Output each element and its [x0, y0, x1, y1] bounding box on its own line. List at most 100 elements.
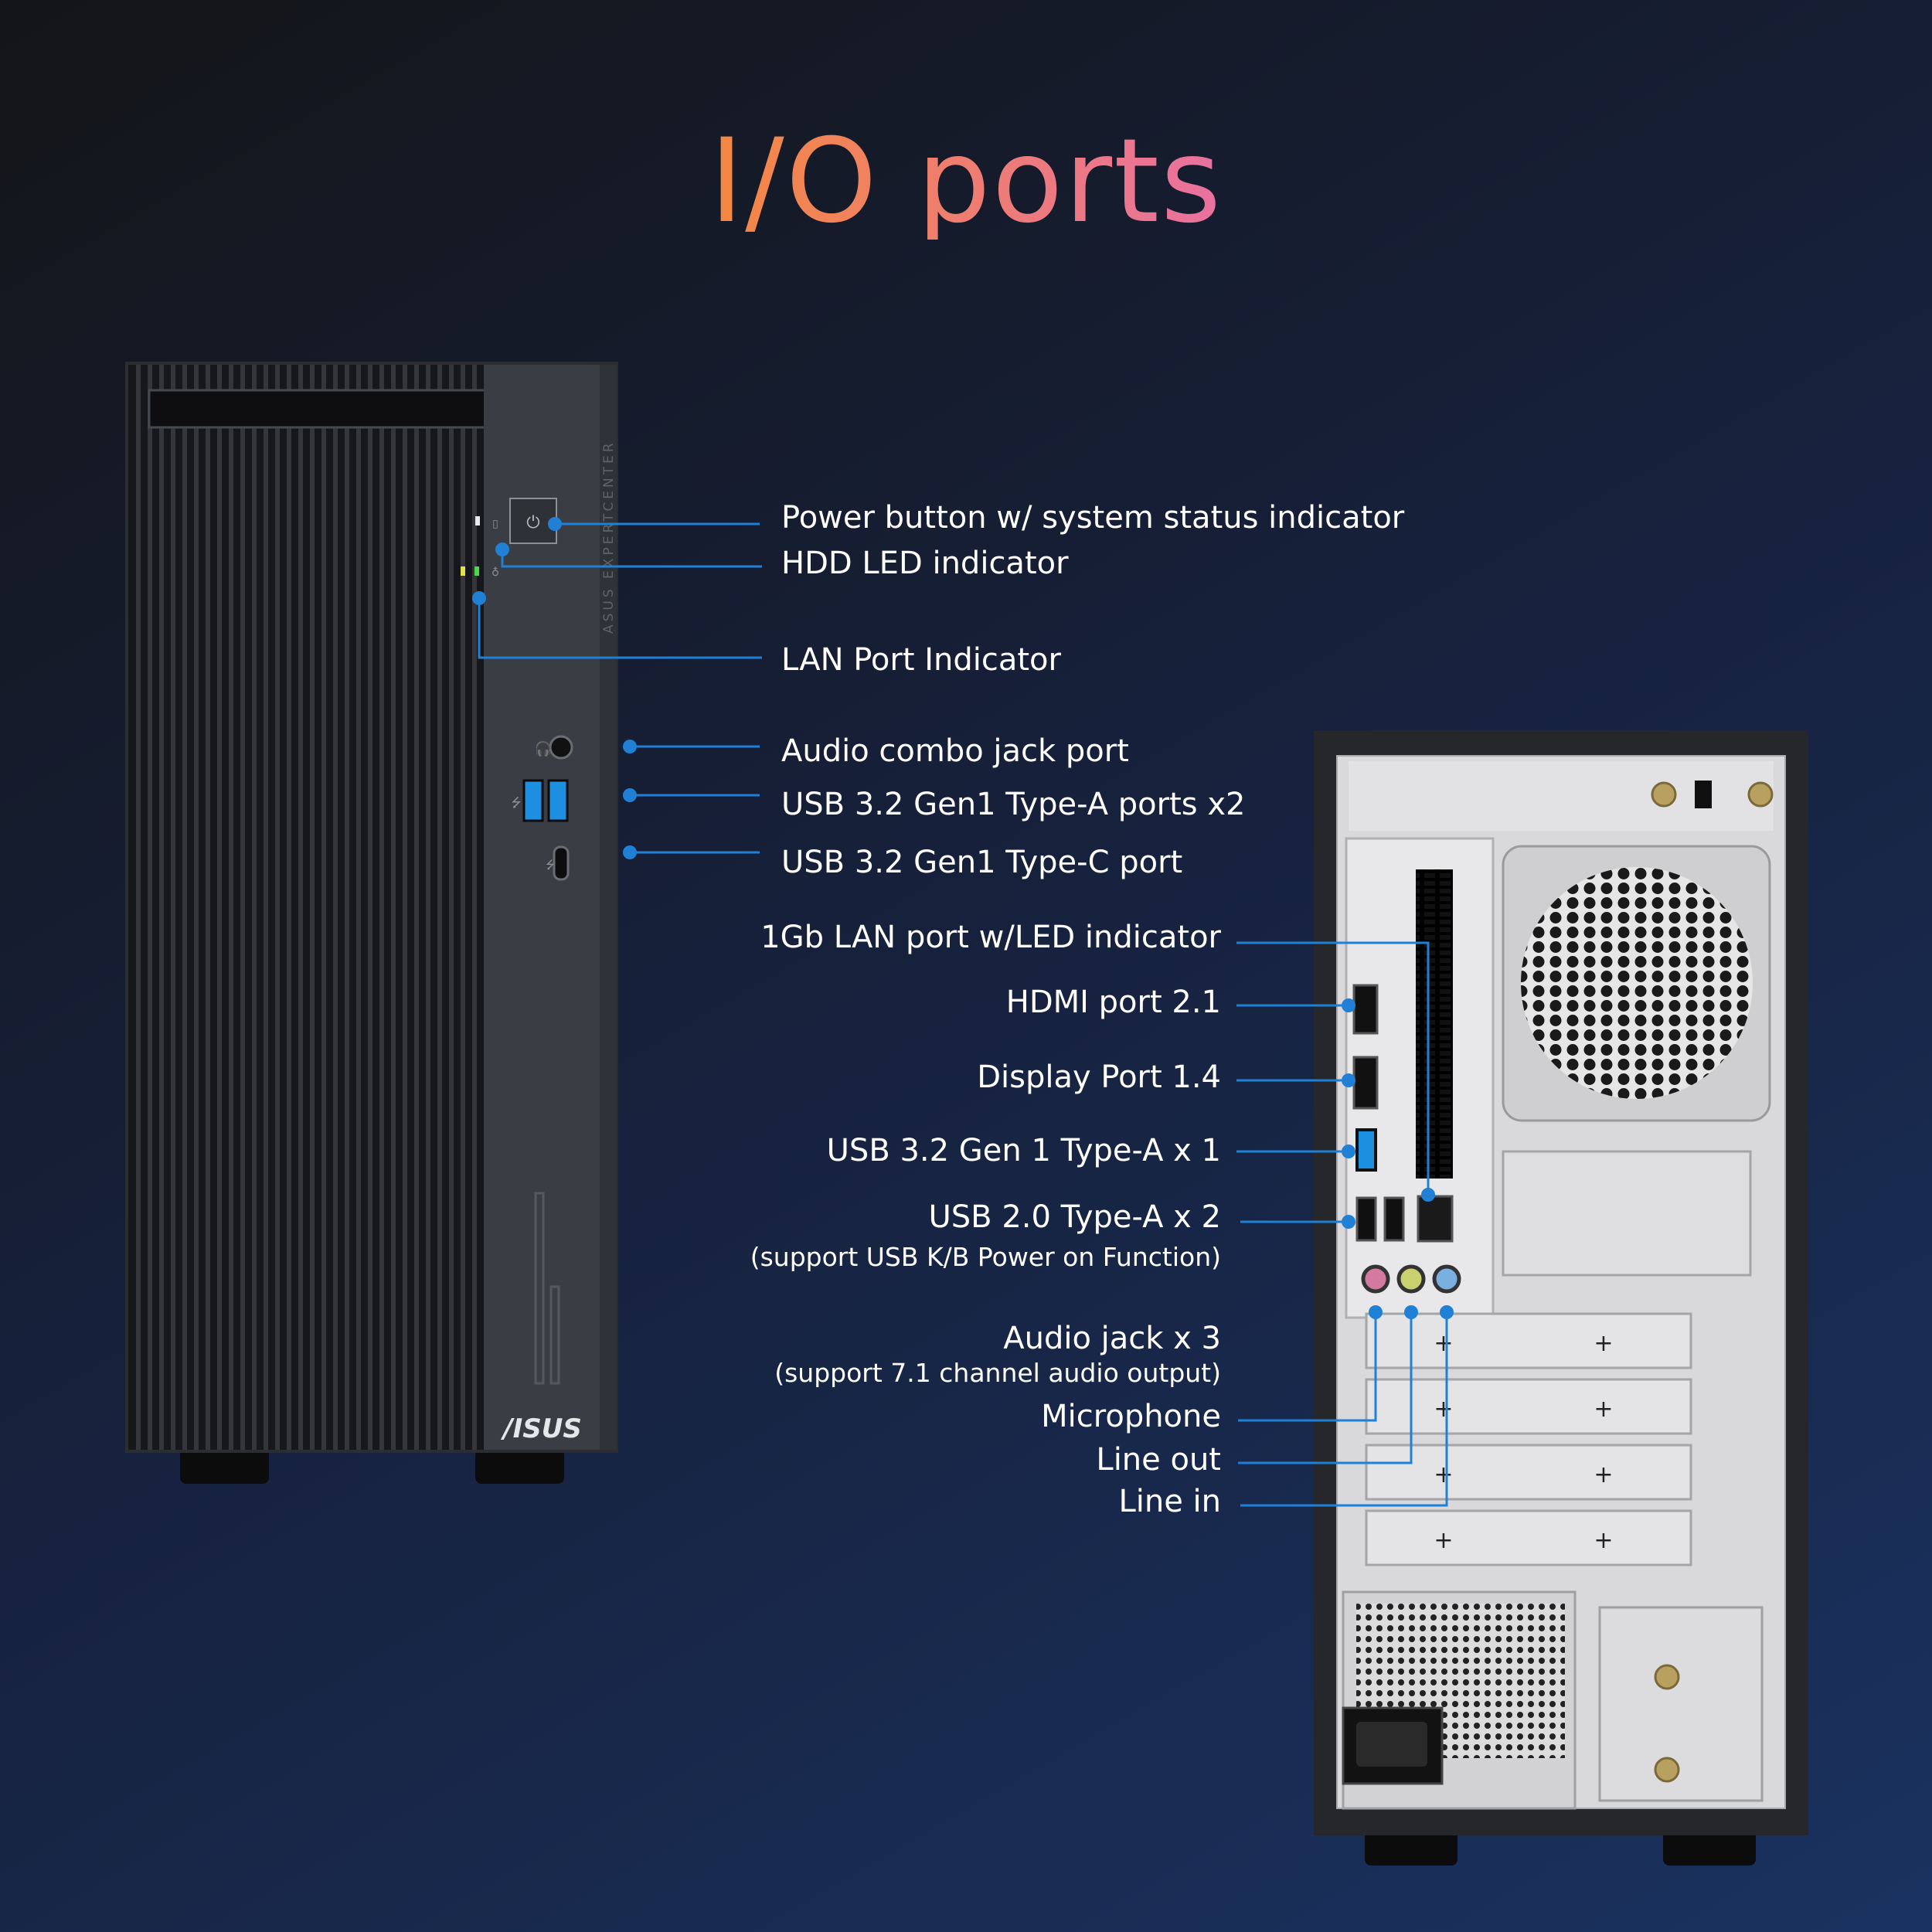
expansion-slot-cover — [1365, 1509, 1692, 1566]
usb20-port-2[interactable] — [1383, 1196, 1405, 1242]
expansion-slots: ++++++++ — [1365, 1312, 1692, 1566]
callout-dot — [1342, 1073, 1355, 1087]
card-slot-long — [534, 1192, 545, 1385]
lan-led-green — [474, 566, 479, 576]
hdmi-port[interactable] — [1352, 984, 1379, 1035]
grille-rib — [321, 365, 326, 1450]
grille-rib — [461, 365, 465, 1450]
line-out-jack[interactable] — [1396, 1264, 1426, 1294]
usb20-port-1[interactable] — [1355, 1196, 1377, 1242]
power-icon: ⏻ — [526, 513, 539, 532]
plus-screw-icon: + — [1594, 1527, 1613, 1554]
plus-screw-icon: + — [1594, 1396, 1613, 1423]
antenna-connector-1 — [1651, 781, 1677, 808]
lock-slot — [1695, 781, 1712, 808]
grille-rib — [333, 365, 338, 1450]
front-foot-left — [180, 1449, 269, 1484]
fan-grille — [1521, 867, 1753, 1099]
usb-a-port-2[interactable] — [547, 779, 569, 822]
plus-screw-icon: + — [1434, 1330, 1453, 1357]
plus-screw-icon: + — [1594, 1330, 1613, 1357]
screw-side-1 — [1654, 1664, 1680, 1690]
grille-rib — [264, 365, 268, 1450]
grille-rib — [194, 365, 199, 1450]
label-audio-jacks: Audio jack x 3 — [1003, 1321, 1221, 1356]
front-tower: ASUS EXPERTCENTER ⏻ ▯ ♁ 🎧 ⭍ ⭍ /ISUS — [125, 362, 618, 1484]
page-title: I/O ports — [0, 124, 1932, 240]
label-usb20: USB 2.0 Type-A x 2 — [928, 1199, 1222, 1235]
callout-dot — [623, 788, 637, 802]
grille-rib — [472, 365, 477, 1450]
label-usb-c-front: USB 3.2 Gen1 Type-C port — [781, 845, 1183, 880]
grille-rib — [345, 365, 349, 1450]
io-vent-column — [1416, 869, 1453, 1179]
callout-dot — [1342, 1215, 1355, 1229]
grille-rib — [136, 365, 141, 1450]
label-audio-note: (support 7.1 channel audio output) — [774, 1358, 1221, 1388]
antenna-connector-2 — [1747, 781, 1774, 808]
callout-dot — [548, 517, 562, 531]
power-inlet-socket — [1356, 1722, 1427, 1767]
audio-combo-jack[interactable] — [549, 735, 573, 760]
hdd-icon: ▯ — [492, 518, 498, 530]
grille-rib — [182, 365, 187, 1450]
grille-rib — [379, 365, 384, 1450]
callout-dot — [1342, 1145, 1355, 1158]
grille-rib — [368, 365, 372, 1450]
label-audio-combo: Audio combo jack port — [781, 733, 1129, 769]
callout-dot — [1440, 1305, 1454, 1319]
grille-rib — [240, 365, 245, 1450]
usb-c-icon: ⭍ — [546, 859, 555, 872]
grille-rib — [171, 365, 175, 1450]
grille-rib — [148, 365, 152, 1450]
callout-dot — [495, 543, 509, 556]
grille-rib — [275, 365, 280, 1450]
lan-port[interactable] — [1417, 1195, 1454, 1243]
usb32-rear-port[interactable] — [1355, 1128, 1377, 1172]
status-led — [475, 516, 480, 526]
line-in-jack[interactable] — [1432, 1264, 1461, 1294]
displayport-port[interactable] — [1352, 1056, 1379, 1110]
grille-rib — [426, 365, 430, 1450]
callout-dot — [472, 591, 486, 605]
expansion-slot-cover — [1365, 1312, 1692, 1369]
callout-dot — [623, 740, 637, 753]
plus-screw-icon: + — [1594, 1461, 1613, 1488]
usb-c-port[interactable] — [553, 845, 570, 881]
rear-tower: ++++++++ — [1314, 730, 1808, 1866]
label-lan-port: 1Gb LAN port w/LED indicator — [760, 920, 1221, 955]
side-plate — [1598, 1606, 1764, 1802]
leader-lan-port — [1236, 941, 1430, 1195]
microphone-jack[interactable] — [1361, 1264, 1390, 1294]
grille-rib — [391, 365, 396, 1450]
leader-line-out — [1238, 1312, 1413, 1464]
front-grille-ribs — [136, 365, 477, 1450]
grille-rib — [310, 365, 315, 1450]
label-usb-a-front: USB 3.2 Gen1 Type-A ports x2 — [781, 787, 1246, 822]
usb-a-port-1[interactable] — [522, 779, 544, 822]
callout-dot — [1421, 1188, 1435, 1202]
callout-dot — [1342, 998, 1355, 1012]
plus-screw-icon: + — [1434, 1461, 1453, 1488]
leader-line-in — [1240, 1312, 1448, 1507]
grille-rib — [252, 365, 257, 1450]
grille-rib — [287, 365, 291, 1450]
callout-dot — [623, 845, 637, 859]
grille-rib — [206, 365, 210, 1450]
asus-logo: /ISUS — [500, 1413, 582, 1444]
callout-dot — [1369, 1305, 1383, 1319]
grille-rib — [217, 365, 222, 1450]
label-usb32-rear: USB 3.2 Gen 1 Type-A x 1 — [826, 1133, 1221, 1168]
label-hdmi: HDMI port 2.1 — [1005, 985, 1221, 1020]
grille-rib — [159, 365, 164, 1450]
expansion-slot-cover — [1365, 1444, 1692, 1501]
front-grille — [128, 365, 484, 1450]
leader-lan-indicator — [478, 598, 762, 659]
headset-icon: 🎧 — [535, 740, 552, 757]
usb-icon: ⭍ — [511, 795, 521, 810]
label-line-out: Line out — [1096, 1442, 1221, 1478]
label-hdd-led: HDD LED indicator — [781, 546, 1069, 581]
label-power-button: Power button w/ system status indicator — [781, 500, 1405, 536]
callout-leaders — [478, 522, 1448, 1507]
grille-rib — [298, 365, 303, 1450]
